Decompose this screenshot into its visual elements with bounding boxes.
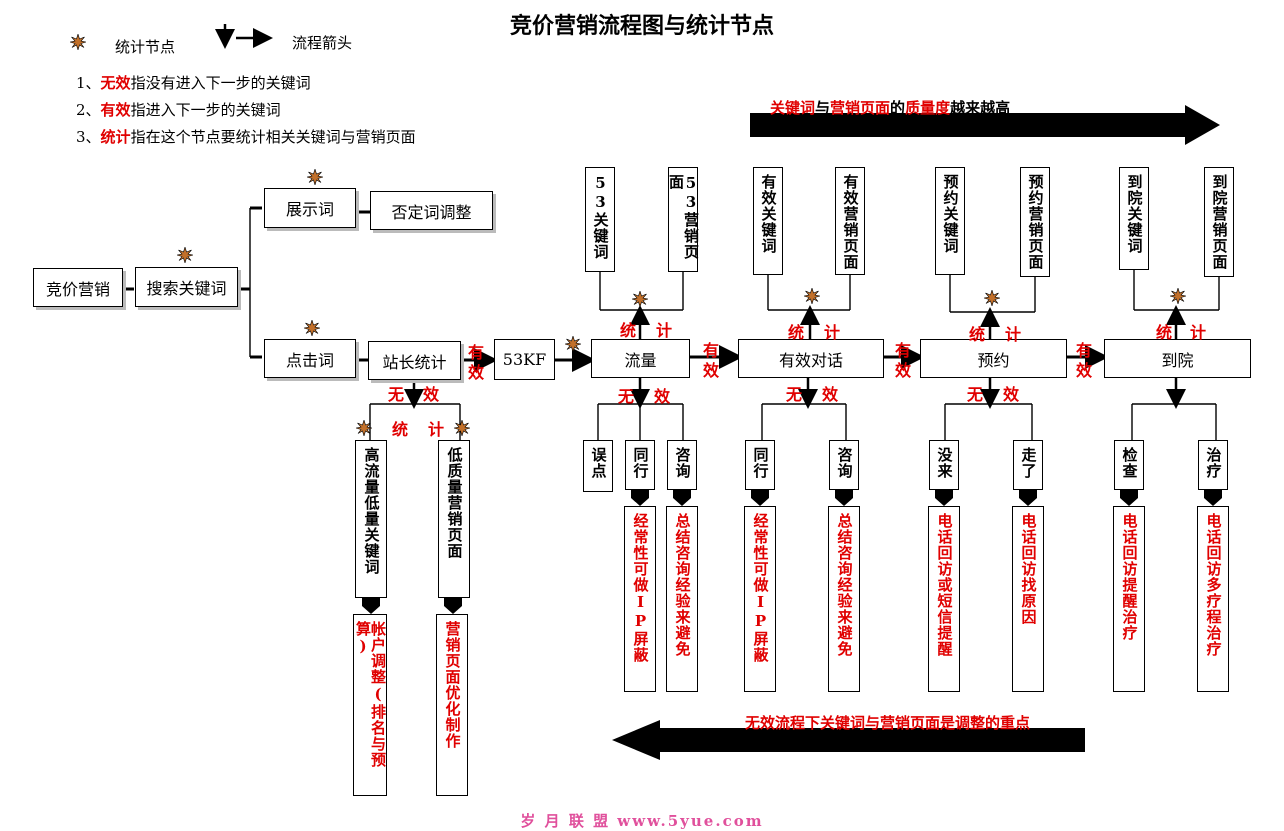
note-2: 2、有效指进入下一步的关键词 <box>76 101 281 119</box>
stat-node-icon <box>803 286 821 308</box>
legend-node-label: 统计节点 <box>115 38 176 56</box>
vbox-ip-block-1: 经常性可做IP屏蔽 <box>624 506 656 692</box>
label-invalid-traffic-2: 效 <box>654 387 671 406</box>
vbox-sum-consult-1: 总结咨询经验来避免 <box>666 506 698 692</box>
vbox-low-quality: 低质量营销页面 <box>438 440 470 598</box>
stat-node-icon <box>631 289 649 311</box>
stat-node-icon <box>453 418 471 440</box>
stat-node-icon <box>69 32 87 54</box>
vbox-no-come: 没来 <box>929 440 959 490</box>
vbox-page-optimize: 营销页面优化制作 <box>436 614 468 796</box>
vbox-phone-visit: 电话回访或短信提醒 <box>928 506 960 692</box>
vbox-ip-block-2: 经常性可做IP屏蔽 <box>744 506 776 692</box>
vbox-peer-1: 同行 <box>625 440 655 490</box>
vbox-sum-consult-2: 总结咨询经验来避免 <box>828 506 860 692</box>
label-invalid-dialog-1: 无 <box>786 385 803 404</box>
label-stat-dialog-2: 计 <box>824 323 841 342</box>
stat-node-icon <box>564 334 582 356</box>
box-bidding: 竞价营销 <box>33 268 123 307</box>
label-valid-1: 有效 <box>467 343 484 382</box>
label-invalid-booking-2: 效 <box>1003 385 1020 404</box>
box-negative-adjust: 否定词调整 <box>370 191 493 230</box>
page-title: 竞价营销流程图与统计节点 <box>509 13 774 39</box>
label-invalid-dialog-2: 效 <box>822 385 839 404</box>
vbox-treat: 治疗 <box>1198 440 1228 490</box>
quality-arrow-label: 关键词与营销页面的质量度越来越高 <box>770 99 1011 117</box>
label-invalid-traffic-1: 无 <box>618 387 635 406</box>
vbox-arrival-keyword: 到院关键词 <box>1119 167 1149 270</box>
label-stat-site-1: 统 <box>392 420 409 439</box>
label-stat-booking-1: 统 <box>969 325 986 344</box>
vbox-phone-reason: 电话回访找原因 <box>1012 506 1044 692</box>
vbox-high-traffic: 高流量低量关键词 <box>355 440 387 598</box>
vbox-arrival-page: 到院营销页面 <box>1204 167 1234 277</box>
box-53kf: 53KF <box>494 339 555 380</box>
vbox-consult-2: 咨询 <box>829 440 859 490</box>
vbox-consult-1: 咨询 <box>667 440 697 490</box>
adjust-arrow-label: 无效流程下关键词与营销页面是调整的重点 <box>745 714 1031 732</box>
label-stat-traffic-1: 统 <box>620 321 637 340</box>
vbox-left: 走了 <box>1013 440 1043 490</box>
vbox-book-keyword: 预约关键词 <box>935 167 965 275</box>
box-click-word: 点击词 <box>264 339 356 378</box>
label-stat-dialog-1: 统 <box>788 323 805 342</box>
vbox-book-page: 预约营销页面 <box>1020 167 1050 277</box>
box-display-word: 展示词 <box>264 188 356 228</box>
label-invalid-site-1: 无 <box>388 385 405 404</box>
vbox-peer-2: 同行 <box>745 440 775 490</box>
stat-node-icon <box>306 167 324 189</box>
vbox-53-keyword: 53关键词 <box>585 167 615 272</box>
vbox-valid-page: 有效营销页面 <box>835 167 865 275</box>
box-site-stats: 站长统计 <box>368 341 461 380</box>
label-valid-2: 有效 <box>702 341 719 380</box>
legend-arrow-label: 流程箭头 <box>292 34 353 52</box>
stat-node-icon <box>355 418 373 440</box>
stat-node-icon <box>303 318 321 340</box>
vbox-valid-keyword: 有效关键词 <box>753 167 783 275</box>
box-traffic: 流量 <box>591 339 690 378</box>
vbox-account-adjust: 帐户调整(排名与预算) <box>353 614 387 796</box>
box-search-keyword: 搜索关键词 <box>135 267 238 307</box>
note-3: 3、统计指在这个节点要统计相关关键词与营销页面 <box>76 128 416 146</box>
label-valid-4: 有效 <box>1075 341 1092 380</box>
label-invalid-booking-1: 无 <box>967 385 984 404</box>
label-stat-arrival-2: 计 <box>1190 323 1207 342</box>
stat-node-icon <box>1169 286 1187 308</box>
label-valid-3: 有效 <box>894 341 911 380</box>
label-stat-booking-2: 计 <box>1005 325 1022 344</box>
box-valid-dialog: 有效对话 <box>738 339 884 378</box>
label-invalid-site-2: 效 <box>423 385 440 404</box>
vbox-phone-multi: 电话回访多疗程治疗 <box>1197 506 1229 692</box>
vbox-check: 检查 <box>1114 440 1144 490</box>
footer-watermark: 岁 月 联 盟 www.5yue.com <box>520 812 764 830</box>
box-arrival: 到院 <box>1104 339 1251 378</box>
vbox-phone-remind: 电话回访提醒治疗 <box>1113 506 1145 692</box>
stat-node-icon <box>983 288 1001 310</box>
vbox-misclick: 误点 <box>583 440 613 492</box>
label-stat-traffic-2: 计 <box>656 321 673 340</box>
note-1: 1、无效指没有进入下一步的关键词 <box>76 74 311 92</box>
label-stat-arrival-1: 统 <box>1156 323 1173 342</box>
stat-node-icon <box>176 245 194 267</box>
vbox-53-page: 53营销页面 <box>667 167 700 272</box>
label-stat-site-2: 计 <box>428 420 445 439</box>
box-booking: 预约 <box>920 339 1067 378</box>
